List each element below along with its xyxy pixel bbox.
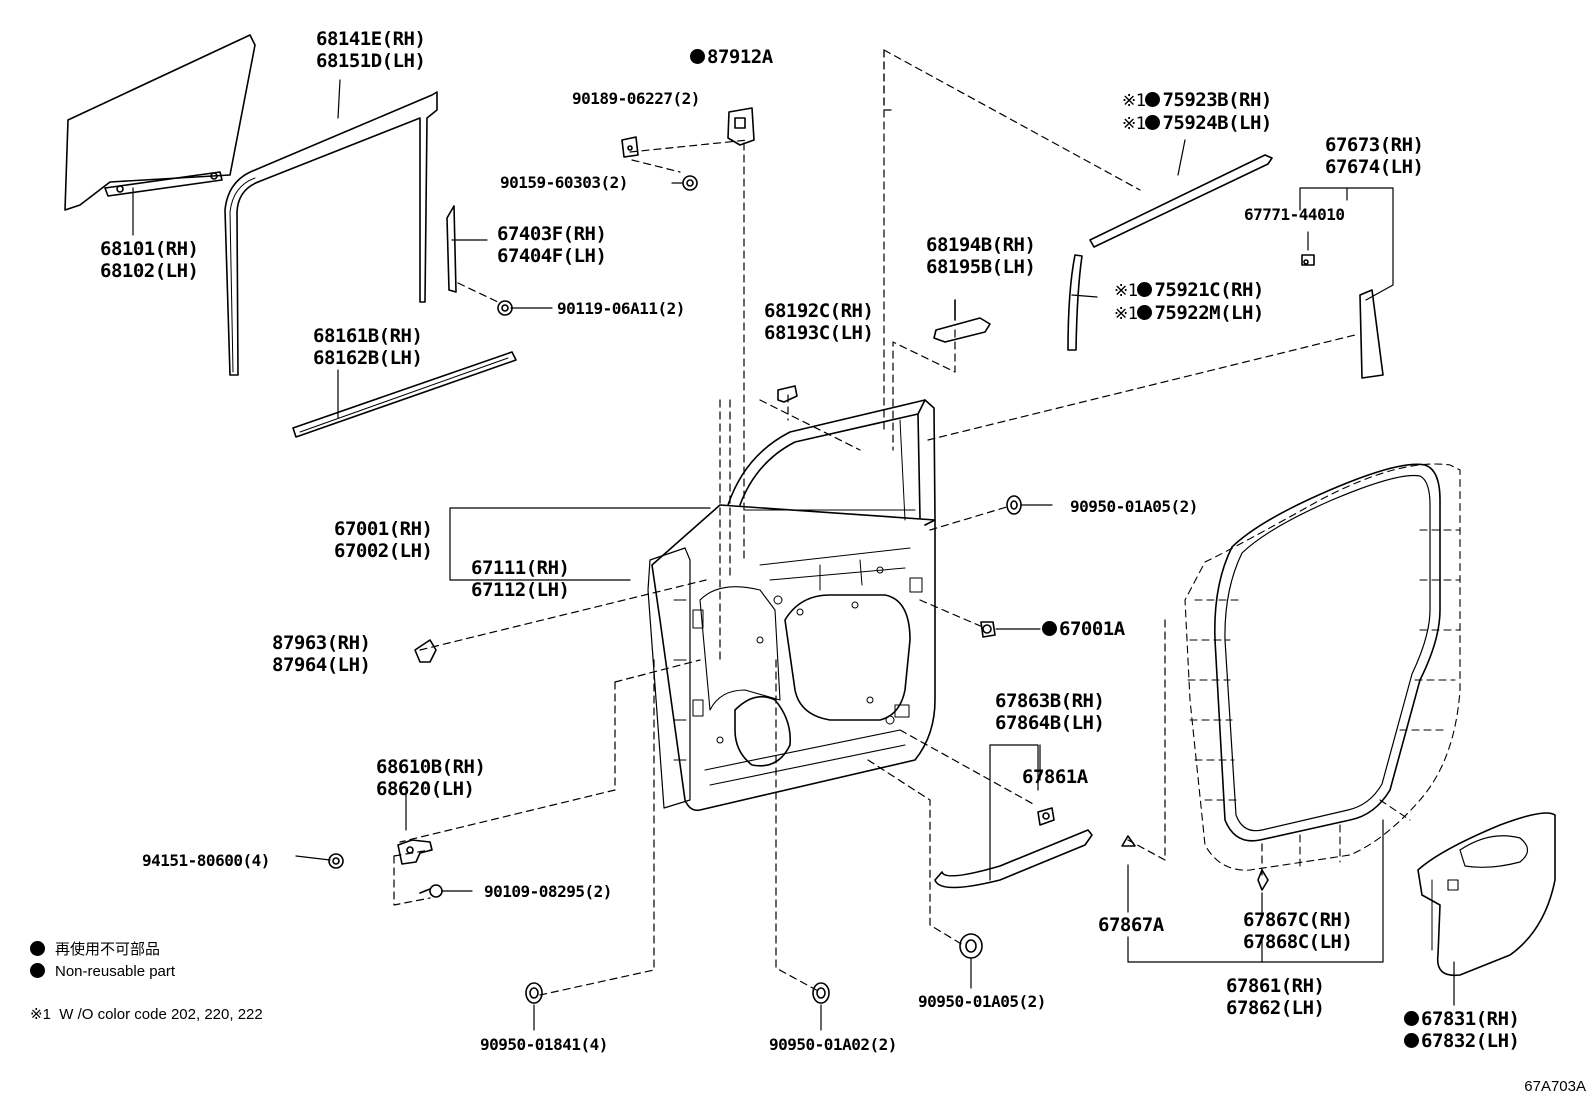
label-90119[interactable]: 90119-06A11(2) xyxy=(557,299,685,318)
label-68101[interactable]: 68101(RH)68102(LH) xyxy=(100,238,199,282)
bolt-94151-shape xyxy=(328,853,344,869)
legend-non-reusable-en: Non-reusable part xyxy=(30,963,175,980)
nut-67001a-shape xyxy=(980,621,996,638)
belt-weatherstrip-shape xyxy=(292,351,517,438)
label-94151[interactable]: 94151-80600(4) xyxy=(142,851,270,870)
label-87963[interactable]: 87963(RH)87964(LH) xyxy=(272,632,371,676)
legend-non-reusable-jp: 再使用不可部品 xyxy=(30,938,160,959)
pillar-garnish-shape xyxy=(1301,254,1384,379)
non-reusable-dot-icon xyxy=(1404,1011,1419,1026)
label-67111[interactable]: 67111(RH)67112(LH) xyxy=(471,557,570,601)
upper-frame-moulding-shape xyxy=(1089,154,1273,248)
label-67771[interactable]: 67771-44010 xyxy=(1244,205,1345,224)
diagram-code: 67A703A xyxy=(1524,1078,1586,1095)
label-90159[interactable]: 90159-60303(2) xyxy=(500,173,628,192)
check-bracket-87912-shape xyxy=(727,107,755,146)
non-reusable-dot-icon xyxy=(1404,1033,1419,1048)
bolt-90109-shape xyxy=(419,884,443,898)
non-reusable-dot-icon xyxy=(30,941,45,956)
weatherstrip-phantom xyxy=(1184,463,1461,871)
grommet-90950-c-shape xyxy=(525,982,543,1004)
label-68192[interactable]: 68192C(RH)68193C(LH) xyxy=(764,300,874,344)
label-67861[interactable]: 67861(RH)67862(LH) xyxy=(1226,975,1325,1019)
label-87912a[interactable]: 87912A xyxy=(690,46,773,68)
door-weatherstrip-shape xyxy=(1214,463,1441,842)
legend-note: ※1 W /O color code 202, 220, 222 xyxy=(30,1006,263,1023)
label-90189[interactable]: 90189-06227(2) xyxy=(572,89,700,108)
bolt-90119-shape xyxy=(497,300,513,316)
bracket-68192-shape xyxy=(777,385,798,403)
service-hole-cover-shape xyxy=(1417,812,1556,977)
clip-67867c-shape xyxy=(1257,869,1269,891)
lower-moulding-shape xyxy=(934,829,1093,889)
non-reusable-dot-icon xyxy=(1137,282,1153,297)
rear-lower-frame-shape xyxy=(446,205,457,293)
clip-90950-a-shape xyxy=(1006,495,1022,515)
label-90950-01841[interactable]: 90950-01841(4) xyxy=(480,1035,608,1054)
label-68161[interactable]: 68161B(RH)68162B(LH) xyxy=(313,325,423,369)
label-67863[interactable]: 67863B(RH)67864B(LH) xyxy=(995,690,1105,734)
dashed-lines xyxy=(393,49,1356,996)
label-67001a[interactable]: 67001A xyxy=(1042,618,1125,640)
grommet-90950-d-shape xyxy=(812,982,830,1004)
label-67861a[interactable]: 67861A xyxy=(1022,766,1088,788)
label-90950-01a02[interactable]: 90950-01A02(2) xyxy=(769,1035,897,1054)
label-67867a[interactable]: 67867A xyxy=(1098,914,1164,936)
hinge-68610-shape xyxy=(397,839,433,865)
label-68141[interactable]: 68141E(RH)68151D(LH) xyxy=(316,28,426,72)
non-reusable-dot-icon xyxy=(1042,621,1057,636)
glass-run-channel-shape xyxy=(224,91,438,376)
clip-67867a-shape xyxy=(1121,835,1136,847)
front-frame-moulding-shape xyxy=(1067,254,1083,351)
non-reusable-dot-icon xyxy=(1145,92,1161,107)
grommet-90950-b-shape xyxy=(959,933,983,959)
label-68194[interactable]: 68194B(RH)68195B(LH) xyxy=(926,234,1036,278)
clip-67861a-shape xyxy=(1037,807,1055,826)
non-reusable-dot-icon xyxy=(690,49,705,64)
pad-87963-shape xyxy=(414,639,437,663)
non-reusable-dot-icon xyxy=(1145,115,1161,130)
label-90109[interactable]: 90109-08295(2) xyxy=(484,882,612,901)
label-90950-01a05-bottom[interactable]: 90950-01A05(2) xyxy=(918,992,1046,1011)
label-67403[interactable]: 67403F(RH)67404F(LH) xyxy=(497,223,607,267)
bracket-68194-shape xyxy=(933,299,991,343)
nut-90159-shape xyxy=(682,175,698,191)
label-67001[interactable]: 67001(RH)67002(LH) xyxy=(334,518,433,562)
label-67673[interactable]: 67673(RH)67674(LH) xyxy=(1325,134,1424,178)
label-68610[interactable]: 68610B(RH)68620(LH) xyxy=(376,756,486,800)
door-glass-shape xyxy=(64,34,256,211)
non-reusable-dot-icon xyxy=(30,963,45,978)
clip-90189-shape xyxy=(621,136,639,158)
label-67867c[interactable]: 67867C(RH)67868C(LH) xyxy=(1243,909,1353,953)
label-90950-01a05-top[interactable]: 90950-01A05(2) xyxy=(1070,497,1198,516)
leader-lines xyxy=(132,79,1455,1031)
label-67831[interactable]: 67831(RH) 67832(LH) xyxy=(1404,1008,1520,1052)
door-panel-shape xyxy=(647,399,936,812)
non-reusable-dot-icon xyxy=(1137,305,1153,320)
